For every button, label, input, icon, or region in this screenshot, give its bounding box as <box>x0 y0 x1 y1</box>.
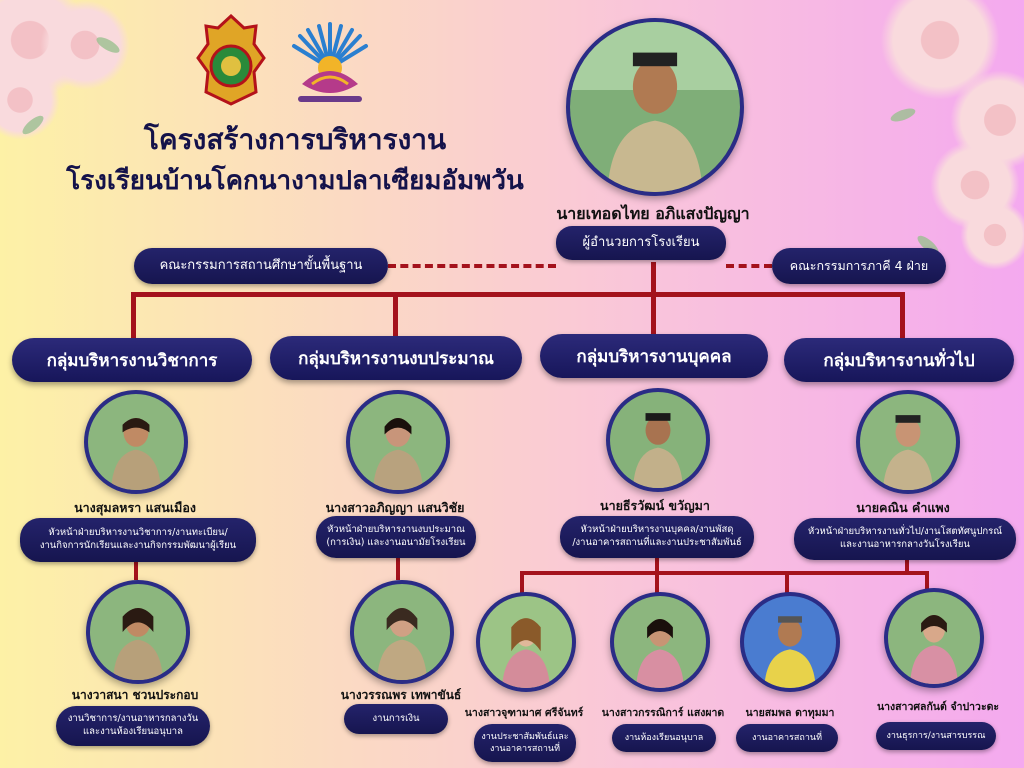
head4-photo <box>856 390 960 494</box>
staff3-role-line2: งานอาคารสถานที่ <box>489 744 561 754</box>
staff5-role-line1: งานอาคารสถานที่ <box>751 732 823 743</box>
page-title: โครงสร้างการบริหารงาน <box>143 123 447 156</box>
head3-name: นายธีรวัฒน์ ขวัญมา <box>600 498 710 513</box>
head1-role-line1: หัวหน้าฝ่ายบริหารงานวิชาการ/งานทะเบียน/ <box>48 527 228 539</box>
group-academic-label: กลุ่มบริหารงานวิชาการ <box>12 338 252 382</box>
group3-drop-line <box>651 292 656 334</box>
staff1-role-line1: งานวิชาการ/งานอาหารกลางวัน <box>67 713 199 725</box>
head1-role: หัวหน้าฝ่ายบริหารงานวิชาการ/งานทะเบียน/ … <box>20 518 256 562</box>
group-personnel-label: กลุ่มบริหารงานบุคคล <box>540 334 768 378</box>
head2-name: นางสาวอภิญญา แสนวิชัย <box>325 500 465 515</box>
head4-role: หัวหน้าฝ่ายบริหารงานทั่วไป/งานโสตทัศนูปก… <box>794 518 1016 560</box>
staff4-name: นางสาวกรรณิการ์ แสงผาด <box>601 707 725 719</box>
staff2-role: งานการเงิน <box>344 704 448 734</box>
head4-name: นายคณิน คำแพง <box>856 500 950 515</box>
staff3-role: งานประชาสัมพันธ์และ งานอาคารสถานที่ <box>474 724 576 762</box>
head1-staff-line <box>134 560 138 580</box>
staff5-photo <box>740 592 840 692</box>
group2-drop-line <box>393 292 398 340</box>
staff1-photo <box>86 580 190 684</box>
staff4-drop-line <box>655 571 659 593</box>
staff4-photo <box>610 592 710 692</box>
head4-role-line1: หัวหน้าฝ่ายบริหารงานทั่วไป/งานโสตทัศนูปก… <box>807 526 1003 538</box>
head2-role: หัวหน้าฝ่ายบริหารงานงบประมาณ (การเงิน) แ… <box>316 516 476 558</box>
committee-left-dashed-line <box>388 264 556 268</box>
staff3-photo <box>476 592 576 692</box>
committee-right-dashed-line <box>726 264 772 268</box>
leaf-decoration <box>889 105 917 125</box>
school-emblem-logo <box>196 13 266 106</box>
director-position-label: ผู้อำนวยการโรงเรียน <box>556 226 726 260</box>
staff3-name: นางสาวจุฑามาศ ศรีจันทร์ <box>464 707 584 719</box>
committee-right-label: คณะกรรมการภาคี 4 ฝ่าย <box>772 248 946 284</box>
head3-photo <box>606 388 710 492</box>
groups-horizontal-line <box>131 292 905 297</box>
group-budget-label: กลุ่มบริหารงานงบประมาณ <box>270 336 522 380</box>
staff5-role: งานอาคารสถานที่ <box>736 724 838 752</box>
staff5-name: นายสมพล ดาทุมมา <box>745 707 835 719</box>
head1-role-line2: งานกิจการนักเรียนและงานกิจกรรมพัฒนาผู้เร… <box>39 540 237 551</box>
staff4-role-line1: งานห้องเรียนอนุบาล <box>624 732 704 743</box>
lotus-sun-logo <box>288 18 372 108</box>
staff6-drop-line <box>925 571 929 593</box>
staff3-role-line1: งานประชาสัมพันธ์และ <box>481 731 569 742</box>
staff2-name: นางวรรณพร เทพาขันธ์ <box>340 688 462 702</box>
school-name-title: โรงเรียนบ้านโคกนางามปลาเซียมอัมพวัน <box>66 166 524 196</box>
staff3-drop-line <box>520 571 524 593</box>
staff6-photo <box>884 588 984 688</box>
head2-role-line1: หัวหน้าฝ่ายบริหารงานงบประมาณ <box>327 524 465 536</box>
staff1-name: นางวาสนา ชวนประกอบ <box>71 688 199 702</box>
staff1-role-line2: และงานห้องเรียนอนุบาล <box>83 726 183 737</box>
head2-role-line2: (การเงิน) และงานอนามัยโรงเรียน <box>326 537 466 548</box>
head1-photo <box>84 390 188 494</box>
head1-name: นางสุมลหรา แสนเมือง <box>74 500 196 515</box>
head3-role: หัวหน้าฝ่ายบริหารงานบุคคล/งานพัสดุ /งานอ… <box>560 516 754 558</box>
head3-role-line2: /งานอาคารสถานที่และงานประชาสัมพันธ์ <box>572 537 742 548</box>
group-general-label: กลุ่มบริหารงานทั่วไป <box>784 338 1014 382</box>
staff1-role: งานวิชาการ/งานอาหารกลางวัน และงานห้องเรี… <box>56 706 210 746</box>
head2-photo <box>346 390 450 494</box>
head3-staff-line <box>655 556 659 574</box>
staff-horizontal-line <box>520 571 929 575</box>
staff5-drop-line <box>785 571 789 593</box>
head3-role-line1: หัวหน้าฝ่ายบริหารงานบุคคล/งานพัสดุ <box>580 524 734 536</box>
staff2-role-line1: งานการเงิน <box>372 712 420 724</box>
head4-role-line2: และงานอาหารกลางวันโรงเรียน <box>840 539 970 550</box>
head4-staff-line <box>905 560 909 574</box>
group1-drop-line <box>131 292 136 340</box>
flower-decoration-right-2 <box>960 200 1024 270</box>
committee-left-label: คณะกรรมการสถานศึกษาขั้นพื้นฐาน <box>134 248 388 284</box>
director-trunk-line <box>651 262 656 296</box>
director-photo <box>566 18 744 196</box>
staff4-role: งานห้องเรียนอนุบาล <box>612 724 716 752</box>
staff6-name: นางสาวศลกันต์ จำปาวะดะ <box>876 701 1000 713</box>
head2-staff-line <box>396 556 400 580</box>
director-name: นายเทอดไทย อภิแสงปัญญา <box>556 204 750 223</box>
group4-drop-line <box>900 292 905 340</box>
staff2-photo <box>350 580 454 684</box>
staff6-role: งานธุรการ/งานสารบรรณ <box>876 722 996 750</box>
staff6-role-line1: งานธุรการ/งานสารบรรณ <box>886 730 986 741</box>
